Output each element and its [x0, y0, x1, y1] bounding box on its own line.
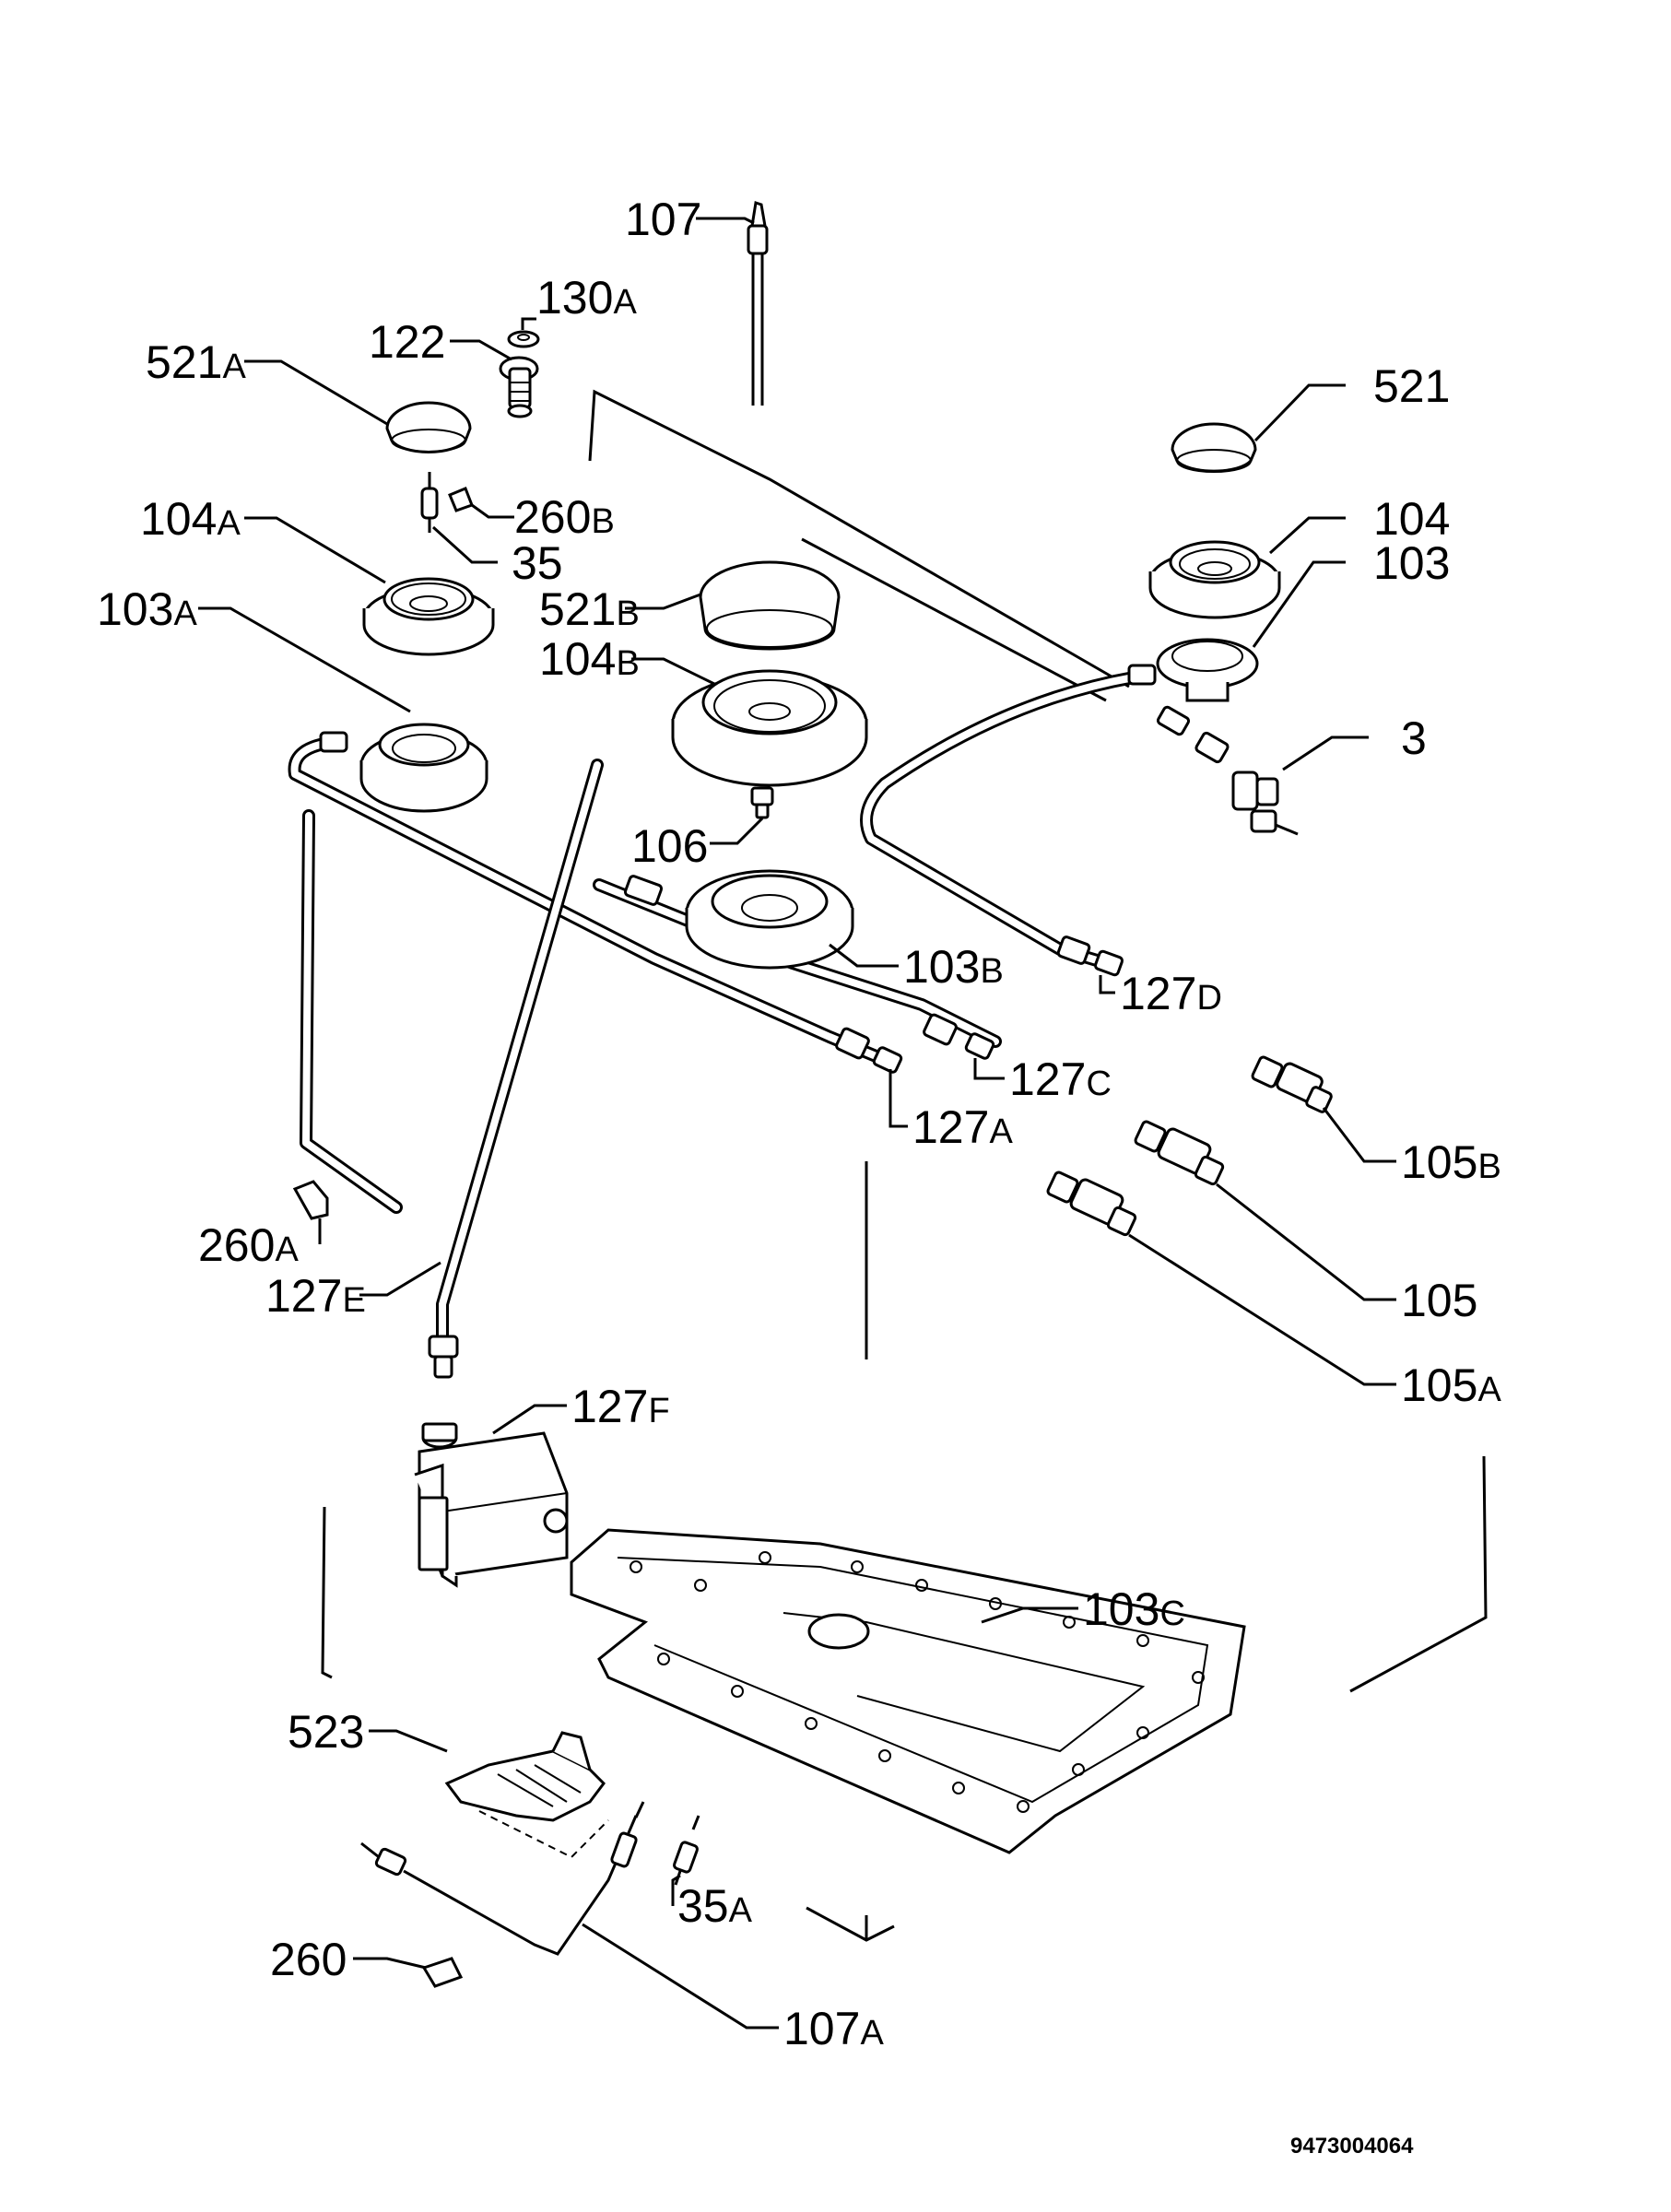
- part-label: 106: [631, 820, 708, 872]
- part-label: 260A: [198, 1219, 299, 1271]
- part-label: 127D: [1120, 968, 1222, 1019]
- guide-lines: [321, 389, 1488, 1942]
- part-105a-injector-holder: [1046, 1171, 1137, 1237]
- part-103c-oven-burner: [570, 1528, 1246, 1854]
- leader-lines: [198, 217, 1396, 2030]
- part-523-bracket: [444, 1731, 609, 1859]
- part-103-burner-base: [1127, 638, 1259, 702]
- part-label: 260B: [514, 491, 615, 543]
- part-label: 104A: [140, 493, 241, 545]
- part-521-burner-cap: [1171, 422, 1257, 473]
- part-104a-burner-crown: [362, 577, 495, 656]
- part-label: 521: [1373, 360, 1450, 412]
- part-label: 35: [512, 537, 563, 589]
- part-label: 127E: [265, 1270, 366, 1322]
- part-label: 127A: [912, 1101, 1013, 1153]
- part-103b-burner-base: [593, 869, 1002, 1048]
- part-105b-injector-holder: [1251, 1055, 1333, 1113]
- part-label: 3: [1401, 712, 1427, 764]
- part-label: 127C: [1009, 1053, 1112, 1105]
- part-label: 521B: [539, 583, 640, 635]
- part-127c-pipe-nut: [923, 1013, 995, 1060]
- part-106-injector: [750, 786, 774, 819]
- part-label: 130A: [536, 272, 637, 324]
- part-127a-pipe-nut: [835, 1027, 903, 1074]
- part-35-electrode: [420, 472, 439, 533]
- part-label: 105A: [1401, 1359, 1501, 1411]
- part-103a-burner-base: [288, 723, 891, 1066]
- part-521a-burner-cap: [385, 401, 472, 454]
- part-label: 523: [288, 1706, 364, 1758]
- part-3-valve: [1156, 705, 1299, 836]
- part-107-thermocouple: [747, 201, 769, 406]
- part-label: 103: [1373, 537, 1450, 589]
- part-label: 103C: [1083, 1583, 1185, 1635]
- part-label: 107A: [783, 2003, 884, 2054]
- part-104b-burner-crown: [671, 669, 868, 787]
- part-105-injector-holder: [1134, 1120, 1225, 1186]
- part-521b-burner-cap: [699, 560, 841, 651]
- part-122-injector: [499, 356, 539, 418]
- part-260b-clip: [448, 487, 474, 512]
- part-label: 103B: [903, 941, 1004, 993]
- part-label: 35A: [677, 1880, 753, 1932]
- part-label: 104B: [539, 633, 640, 685]
- part-260a-clip: [292, 1180, 329, 1220]
- part-127d-pipe: [860, 671, 1140, 977]
- part-label: 107: [625, 194, 701, 245]
- part-label: 103A: [97, 583, 197, 635]
- part-label: 127F: [571, 1381, 670, 1432]
- part-label: 122: [369, 316, 445, 368]
- part-130a-washer: [507, 330, 540, 348]
- document-code: 9473004064: [1290, 2134, 1414, 2159]
- part-107a-thermocouple-lead: [360, 1801, 645, 1956]
- part-label: 105B: [1401, 1136, 1501, 1188]
- part-35a-electrode: [673, 1815, 700, 1886]
- part-labels: 107 130A 122 521A 521 260B 104A 35 104 1…: [97, 194, 1501, 2054]
- part-label: 521A: [146, 336, 246, 388]
- pipe-260a-run-inner: [302, 812, 400, 1211]
- part-104-burner-crown: [1148, 540, 1281, 619]
- part-label: 104: [1373, 493, 1450, 545]
- part-127e-pipe: [428, 759, 604, 1379]
- part-260-clip: [421, 1957, 464, 1988]
- part-label: 260: [270, 1934, 347, 1985]
- part-127f-valve-block: [414, 1422, 569, 1588]
- part-label: 105: [1401, 1275, 1477, 1326]
